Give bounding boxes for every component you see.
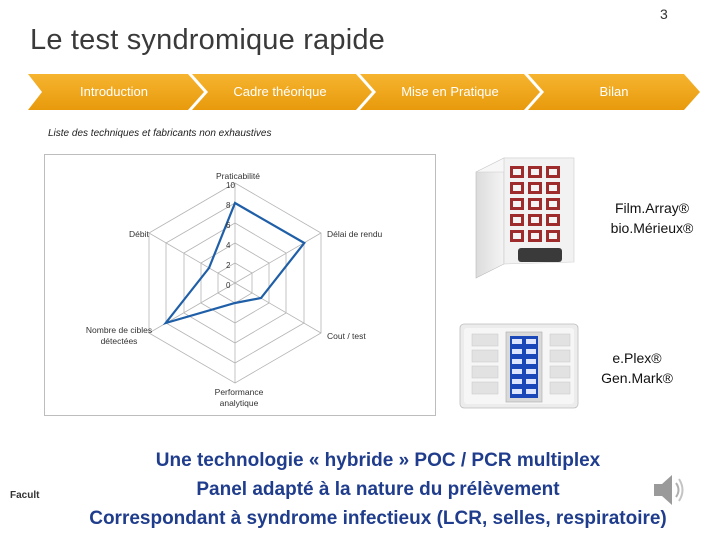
radar-tick-8: 8: [226, 201, 231, 210]
nav-chevron-3: [360, 74, 540, 110]
eplex-device-image: [458, 320, 582, 410]
axis-label-cout-test: Cout / test: [327, 331, 366, 341]
nav-step-introduction[interactable]: Introduction: [80, 84, 148, 99]
key-message-3: Correspondant à syndrome infectieux (LCR…: [89, 508, 667, 529]
disclaimer-note: Liste des techniques et fabricants non e…: [48, 128, 272, 139]
filmarray-illustration: [475, 157, 575, 279]
radar-chart-svg: 10 8 6 4 2 0 Praticabilité Délai de rend…: [86, 171, 383, 408]
radar-spoke-top-right: [234, 232, 322, 284]
filmarray-maker: bio.Mérieux®: [610, 220, 694, 236]
axis-label-delai-de-rendu: Délai de rendu: [327, 229, 383, 239]
axis-label-detectees: détectées: [101, 336, 138, 346]
axis-label-debit: Débit: [129, 229, 149, 239]
axis-label-performance: Performance: [215, 387, 264, 397]
eplex-name: e.Plex®: [612, 350, 662, 366]
eplex-caption: e.Plex® Gen.Mark®: [592, 348, 682, 388]
eplex-illustration: [459, 323, 579, 409]
axis-label-praticabilite: Praticabilité: [216, 171, 260, 181]
key-messages: Une technologie « hybride » POC / PCR mu…: [58, 446, 698, 536]
page-number: 3: [660, 6, 668, 22]
nav-chevron-1: [28, 74, 204, 110]
radar-grid: [148, 182, 322, 384]
filmarray-name: Film.Array®: [614, 200, 690, 216]
eplex-maker: Gen.Mark®: [601, 370, 673, 386]
nav-step-mise-en-pratique[interactable]: Mise en Pratique: [401, 84, 499, 99]
nav-chevron-2: [192, 74, 372, 110]
nav-chevrons-graphic: [28, 74, 700, 110]
radar-series-line: [162, 201, 306, 326]
radar-chart: 10 8 6 4 2 0 Praticabilité Délai de rend…: [44, 154, 436, 416]
axis-label-nombre-de-cibles: Nombre de cibles: [86, 325, 152, 335]
radar-tick-2: 2: [226, 261, 231, 270]
nav-chevron-4: [528, 74, 700, 110]
radar-tick-6: 6: [226, 221, 231, 230]
radar-tick-10: 10: [226, 181, 235, 190]
radar-spoke-bottom-right: [234, 282, 322, 334]
nav-step-cadre-theorique[interactable]: Cadre théorique: [233, 84, 327, 99]
progress-nav: Introduction Cadre théorique Mise en Pra…: [28, 74, 700, 110]
filmarray-device-image: [470, 150, 582, 282]
axis-label-analytique: analytique: [220, 398, 259, 408]
slide-title: Le test syndromique rapide: [30, 24, 386, 56]
nav-step-bilan[interactable]: Bilan: [599, 84, 629, 99]
radar-spoke-top-left: [148, 232, 236, 284]
radar-tick-4: 4: [226, 241, 231, 250]
speaker-icon[interactable]: [652, 470, 686, 515]
radar-tick-0: 0: [226, 281, 231, 290]
speaker-icon-graphic: [654, 475, 684, 505]
key-message-2: Panel adapté à la nature du prélèvement: [196, 479, 560, 500]
radar-ticks: 10 8 6 4 2 0: [226, 181, 235, 290]
key-message-1: Une technologie « hybride » POC / PCR mu…: [155, 450, 601, 471]
radar-axis-labels: Praticabilité Délai de rendu Cout / test…: [86, 171, 383, 408]
footer-faculty-label: Facult: [10, 490, 40, 501]
filmarray-caption: Film.Array® bio.Mérieux®: [596, 198, 708, 238]
